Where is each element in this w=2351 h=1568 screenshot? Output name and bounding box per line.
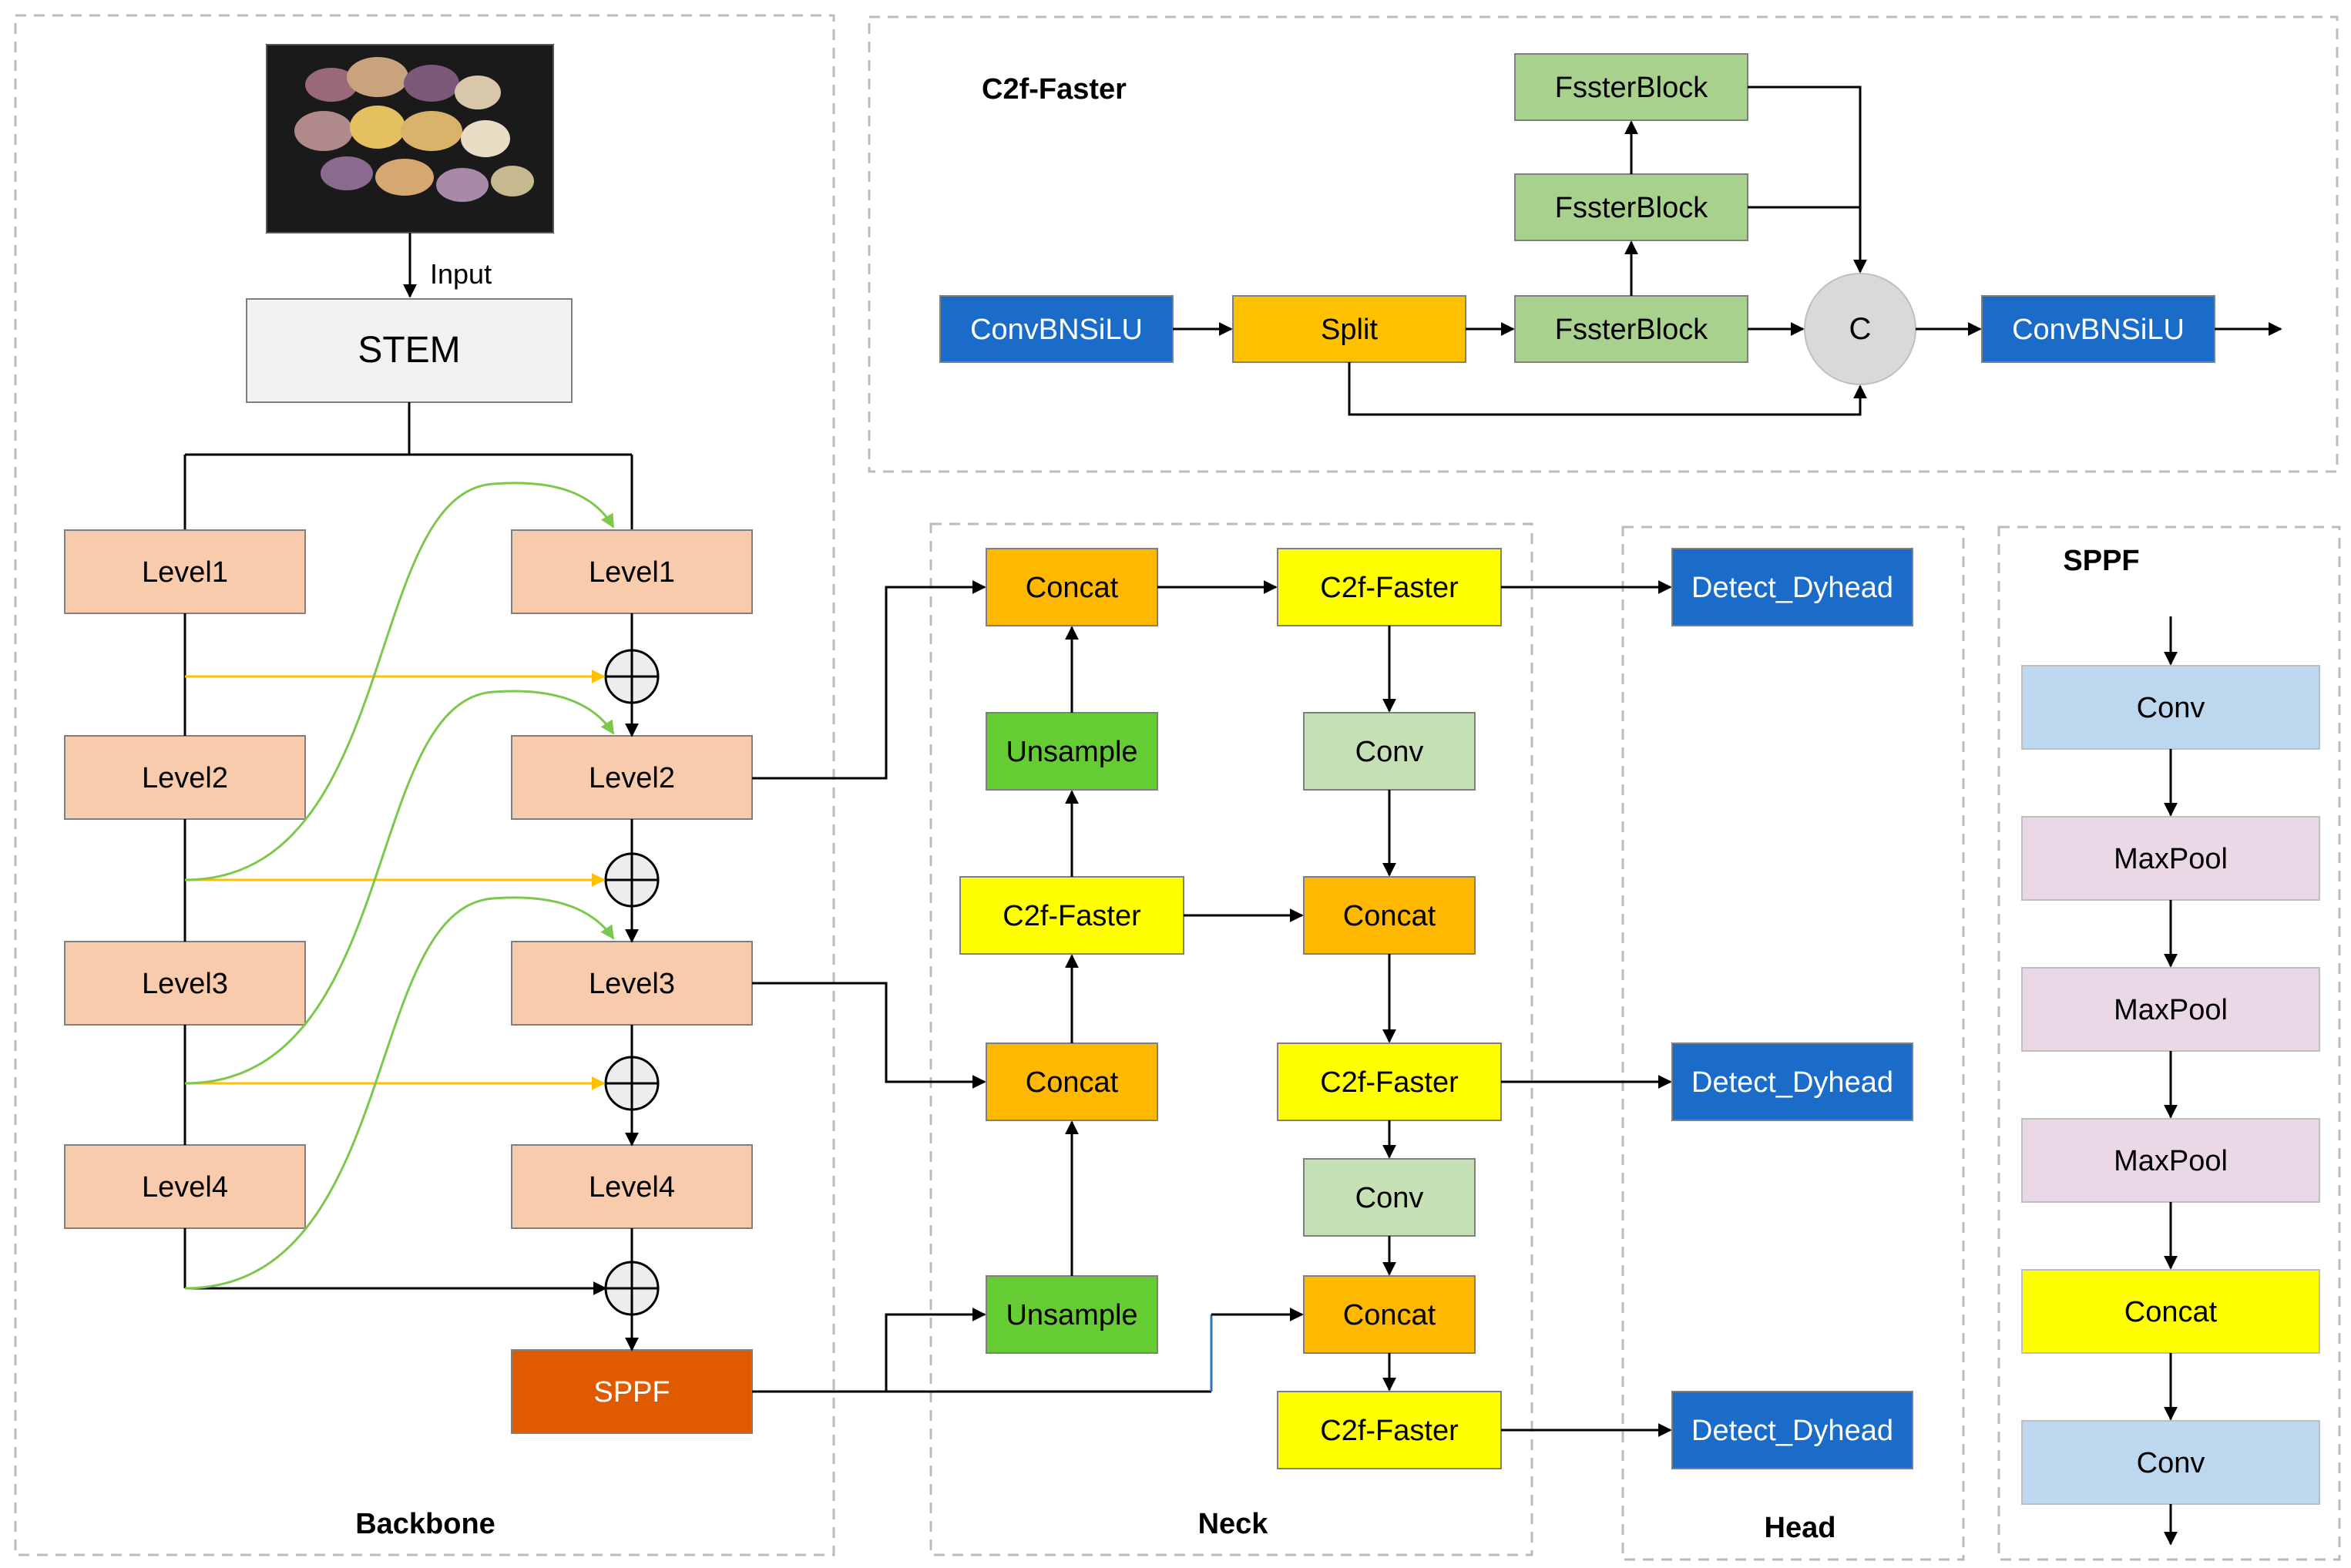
sppf-maxpool-3-block [2021,1118,2320,1203]
c2f-convbnsilu-in-label: ConvBNSiLU [970,314,1143,346]
stem-connectors [183,402,633,530]
neck-concat-top-label: Concat [1026,572,1119,604]
c2f-fssterblock-3-label: FssterBlock [1555,72,1708,104]
neck-conv-top-label: Conv [1355,736,1424,768]
detect-dyhead-1-block [1671,548,1913,626]
c2f-concat-node-label: C [1849,312,1872,346]
neck-blue-connector [1210,1308,1304,1392]
right-column-arrows [185,613,639,1351]
sppf-maxpool-1-label: MaxPool [2114,843,2228,875]
c2f-fssterblock-3-block [1514,53,1748,121]
backbone-sppf-block [511,1349,753,1434]
neck-unsample-bottom-label: Unsample [1006,1299,1137,1331]
left-level4-label: Level4 [142,1171,228,1204]
neck: Concat Unsample C2f-Faster Concat Unsamp… [752,548,1672,1469]
c2f-fssterblock-2-label: FssterBlock [1555,192,1708,224]
neck-frame [929,522,1533,1556]
c2f-arrows [1173,86,2282,416]
c2f-fssterblock-1-block [1514,295,1748,363]
c2f-convbnsilu-out-block [1981,295,2215,363]
stem-label: STEM [358,330,460,371]
sppf-conv-2-label: Conv [2137,1447,2205,1479]
neck-c2f-faster-left-label: C2f-Faster [1003,900,1141,932]
input-image [266,44,554,233]
right-level4-label: Level4 [589,1171,675,1204]
neck-c2f-faster-top-label: C2f-Faster [1320,572,1459,604]
detect-dyhead-3-block [1671,1391,1913,1469]
sppf-maxpool-1-block [2021,816,2320,901]
backbone-title: Backbone [355,1508,495,1540]
neck-concat-top-block [986,548,1158,626]
left-level2-block [64,735,306,820]
head: Detect_Dyhead Detect_Dyhead Detect_Dyhea… [1671,548,1913,1469]
add-nodes [604,649,660,1316]
left-level4-block [64,1144,306,1229]
left-level3-block [64,941,306,1026]
head-frame [1621,525,1965,1561]
sppf-conv-2-block [2021,1420,2320,1505]
sppf-maxpool-3-label: MaxPool [2114,1145,2228,1177]
left-level-column: Level1 Level2 Level3 Level4 [64,529,306,1288]
sppf-conv-1-block [2021,665,2320,750]
neck-concat-mid-left-label: Concat [1026,1066,1119,1099]
neck-concat-mid-left-block [986,1043,1158,1121]
sppf-concat-label: Concat [2124,1296,2218,1328]
neck-unsample-top-label: Unsample [1006,736,1137,768]
backbone-sppf-label: SPPF [593,1376,670,1409]
sppf-conv-1-label: Conv [2137,692,2205,724]
yellow-skip-arrows [185,670,606,1090]
right-level1-label: Level1 [589,556,675,589]
neck-concat-mid-right-block [1303,876,1476,955]
add-node-icon-2 [604,852,660,908]
add-node-icon-3 [604,1056,660,1111]
detect-dyhead-2-block [1671,1043,1913,1121]
neck-conv-top-block [1303,712,1476,791]
neck-c2f-faster-bottom-block [1277,1391,1502,1469]
neck-arrows [752,580,1672,1437]
c2f-split-label: Split [1321,314,1378,346]
add-node-icon-4 [604,1261,660,1316]
c2f-convbnsilu-out-label: ConvBNSiLU [2012,314,2185,346]
detect-dyhead-2-label: Detect_Dyhead [1691,1066,1893,1099]
left-level2-label: Level2 [142,762,228,794]
c2f-fssterblock-2-block [1514,173,1748,241]
left-level3-label: Level3 [142,968,228,1000]
sppf-title: SPPF [2063,545,2139,577]
sppf-frame [1997,525,2341,1561]
detect-dyhead-3-label: Detect_Dyhead [1691,1415,1893,1447]
head-title: Head [1765,1512,1836,1544]
c2f-faster-detail: ConvBNSiLU Split FssterBlock FssterBlock… [939,53,2282,416]
left-level1-label: Level1 [142,556,228,589]
right-level2-label: Level2 [589,762,675,794]
c2f-faster-title: C2f-Faster [982,73,1127,106]
right-level3-label: Level3 [589,968,675,1000]
c2f-split-block [1232,295,1466,363]
add-node-icon-1 [604,649,660,704]
sppf-maxpool-2-label: MaxPool [2114,994,2228,1026]
right-level4-block [511,1144,753,1229]
neck-conv-bottom-label: Conv [1355,1182,1424,1214]
neck-concat-bottom-label: Concat [1343,1299,1436,1331]
neck-c2f-faster-bottom-label: C2f-Faster [1320,1415,1459,1447]
sppf-detail: Conv MaxPool MaxPool MaxPool Concat Conv [2021,616,2320,1546]
section-frames [14,14,2341,1561]
neck-concat-mid-right-label: Concat [1343,900,1436,932]
detect-dyhead-1-label: Detect_Dyhead [1691,572,1893,604]
input-label: Input [430,258,492,290]
neck-c2f-faster-mid-label: C2f-Faster [1320,1066,1459,1099]
neck-title: Neck [1198,1508,1269,1540]
backbone-frame [14,14,835,1556]
neck-unsample-top-block [986,712,1158,791]
sppf-concat-block [2021,1269,2320,1354]
section-titles: Backbone Neck Head C2f-Faster SPPF [355,73,2139,1544]
right-level2-block [511,735,753,820]
c2f-fssterblock-1-label: FssterBlock [1555,314,1708,346]
green-skip-curves [184,482,615,1290]
backbone: Input STEM Level1 Level2 Level3 Level4 [64,44,753,1434]
neck-conv-bottom-block [1303,1158,1476,1237]
